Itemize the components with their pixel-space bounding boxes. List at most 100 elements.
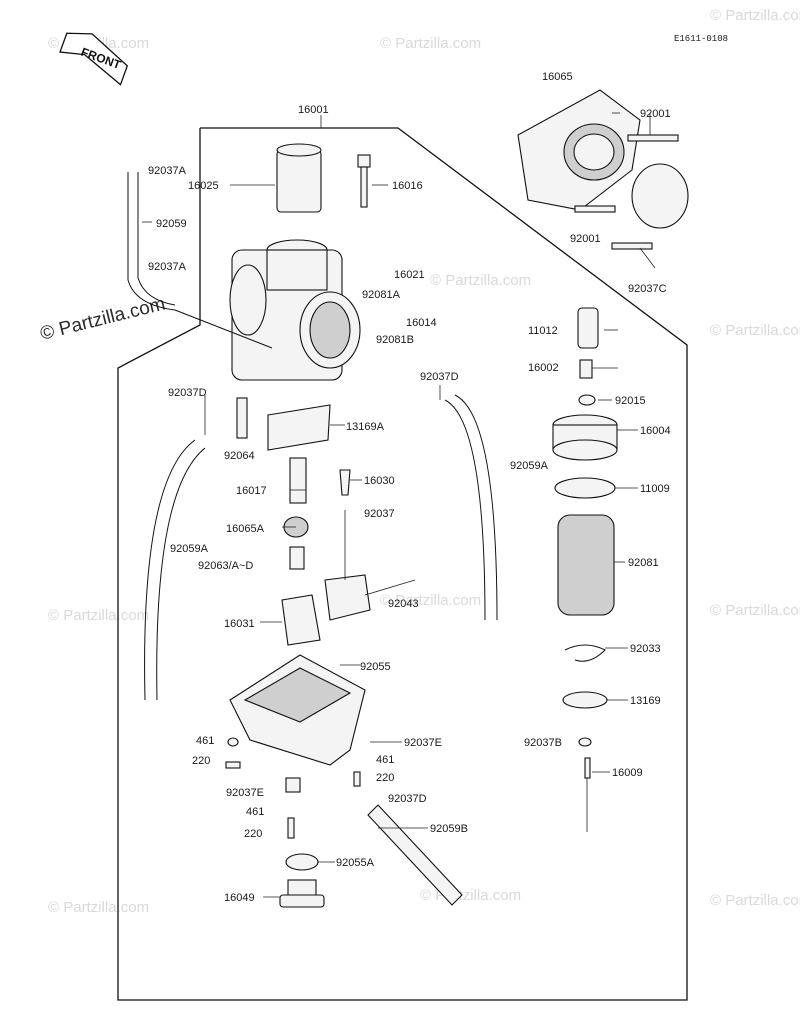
part-label: 92037D bbox=[420, 371, 459, 383]
hose-92059 bbox=[127, 172, 176, 311]
part-label: 16002 bbox=[528, 362, 559, 374]
watermark: © Partzilla.com bbox=[48, 899, 149, 916]
jet bbox=[289, 546, 305, 570]
part-label: 92001 bbox=[570, 233, 601, 245]
intake-flange bbox=[517, 89, 641, 211]
part-label: 16021 bbox=[394, 269, 425, 281]
part-label: 13169A bbox=[346, 421, 385, 433]
pilot-screw bbox=[357, 154, 371, 208]
bolt bbox=[627, 134, 679, 142]
part-label: 461 bbox=[246, 806, 264, 818]
part-label: 220 bbox=[244, 828, 262, 840]
clamp-band bbox=[631, 163, 689, 229]
part-label: 461 bbox=[196, 735, 214, 747]
part-label: 220 bbox=[192, 755, 210, 767]
carburetor-body bbox=[174, 239, 361, 381]
watermark-main: © Partzilla.com bbox=[38, 294, 167, 345]
slide-spring bbox=[557, 514, 615, 616]
part-label: 92064 bbox=[224, 450, 255, 462]
bolt bbox=[353, 771, 361, 787]
part-label: 16030 bbox=[364, 475, 395, 487]
needle-clip bbox=[579, 359, 593, 379]
float-valve bbox=[339, 469, 351, 496]
plate-13169 bbox=[562, 691, 608, 709]
hose-92059a-left bbox=[144, 439, 196, 701]
part-label: 92037E bbox=[226, 787, 264, 799]
float bbox=[281, 510, 416, 646]
part-label: 16065 bbox=[542, 71, 573, 83]
clip-92033 bbox=[564, 644, 606, 662]
part-label: 92059A bbox=[510, 460, 549, 472]
part-label: 16004 bbox=[640, 425, 671, 437]
part-label: 92001 bbox=[640, 108, 671, 120]
part-label: 92037A bbox=[148, 261, 187, 273]
watermark: © Partzilla.com bbox=[710, 322, 800, 339]
bolt bbox=[574, 205, 616, 213]
main-jet-holder bbox=[289, 457, 307, 504]
watermark: © Partzilla.com bbox=[380, 592, 481, 609]
part-label: 461 bbox=[376, 754, 394, 766]
part-label: 92015 bbox=[615, 395, 646, 407]
part-label: 16017 bbox=[236, 485, 267, 497]
cap-gasket bbox=[554, 477, 616, 499]
watermark: © Partzilla.com bbox=[430, 272, 531, 289]
part-label: 92037 bbox=[364, 508, 395, 520]
part-label: 92037D bbox=[168, 387, 207, 399]
part-label: 92043 bbox=[388, 598, 419, 610]
part-label: 92037C bbox=[628, 283, 667, 295]
hose-92059b bbox=[367, 804, 463, 906]
part-label: 11009 bbox=[640, 483, 670, 495]
part-label: 92059 bbox=[156, 218, 187, 230]
part-label: 92081A bbox=[362, 289, 401, 301]
part-labels: 16001 16025 16016 92037A 92059 92037A 16… bbox=[148, 71, 671, 904]
needle-holder bbox=[577, 307, 599, 349]
drain-plug bbox=[279, 879, 325, 908]
o-ring-small bbox=[578, 394, 596, 406]
watermark: © Partzilla.com bbox=[380, 35, 481, 52]
watermark: © Partzilla.com bbox=[48, 607, 149, 624]
jet-needle bbox=[584, 757, 591, 832]
part-label: 92055A bbox=[336, 857, 375, 869]
clip-92037b bbox=[578, 737, 592, 747]
needle-jet bbox=[236, 397, 248, 439]
washer bbox=[227, 737, 239, 747]
part-label: 92055 bbox=[360, 661, 391, 673]
part-label: 92037B bbox=[524, 737, 562, 749]
part-label: 16016 bbox=[392, 180, 423, 192]
part-label: 92033 bbox=[630, 643, 661, 655]
part-label: 16014 bbox=[406, 317, 437, 329]
leader-lines bbox=[142, 112, 656, 898]
part-label: 92037D bbox=[388, 793, 427, 805]
part-label: 220 bbox=[376, 772, 394, 784]
part-label: 92037E bbox=[404, 737, 442, 749]
part-label: 92063/A~D bbox=[198, 560, 253, 572]
part-label: 92037A bbox=[148, 165, 187, 177]
diagram-id: E1611-0108 bbox=[674, 34, 728, 44]
bolt bbox=[225, 761, 241, 769]
drain-boss bbox=[285, 777, 301, 793]
part-label: 92081B bbox=[376, 334, 414, 346]
watermark: © Partzilla.com bbox=[420, 887, 521, 904]
part-label: 92081 bbox=[628, 557, 659, 569]
float-bowl bbox=[229, 654, 366, 766]
throttle-slide bbox=[276, 143, 322, 213]
bolt bbox=[611, 242, 653, 250]
part-label: 92059A bbox=[170, 543, 209, 555]
watermark: © Partzilla.com bbox=[710, 7, 800, 24]
part-label: 16031 bbox=[224, 618, 255, 630]
part-label: 16049 bbox=[224, 892, 255, 904]
part-label: 16001 bbox=[298, 104, 329, 116]
bolt bbox=[287, 817, 295, 839]
watermark: © Partzilla.com bbox=[710, 602, 800, 619]
o-ring bbox=[285, 853, 319, 871]
carb-cap bbox=[552, 414, 618, 461]
assembly-outline bbox=[117, 127, 688, 1001]
hose-92059a-right bbox=[444, 399, 486, 621]
part-label: 16065A bbox=[226, 523, 265, 535]
part-label: 16025 bbox=[188, 180, 219, 192]
part-label: 13169 bbox=[630, 695, 661, 707]
watermark: © Partzilla.com bbox=[710, 892, 800, 909]
part-label: 92059B bbox=[430, 823, 468, 835]
part-label: 11012 bbox=[528, 325, 558, 337]
